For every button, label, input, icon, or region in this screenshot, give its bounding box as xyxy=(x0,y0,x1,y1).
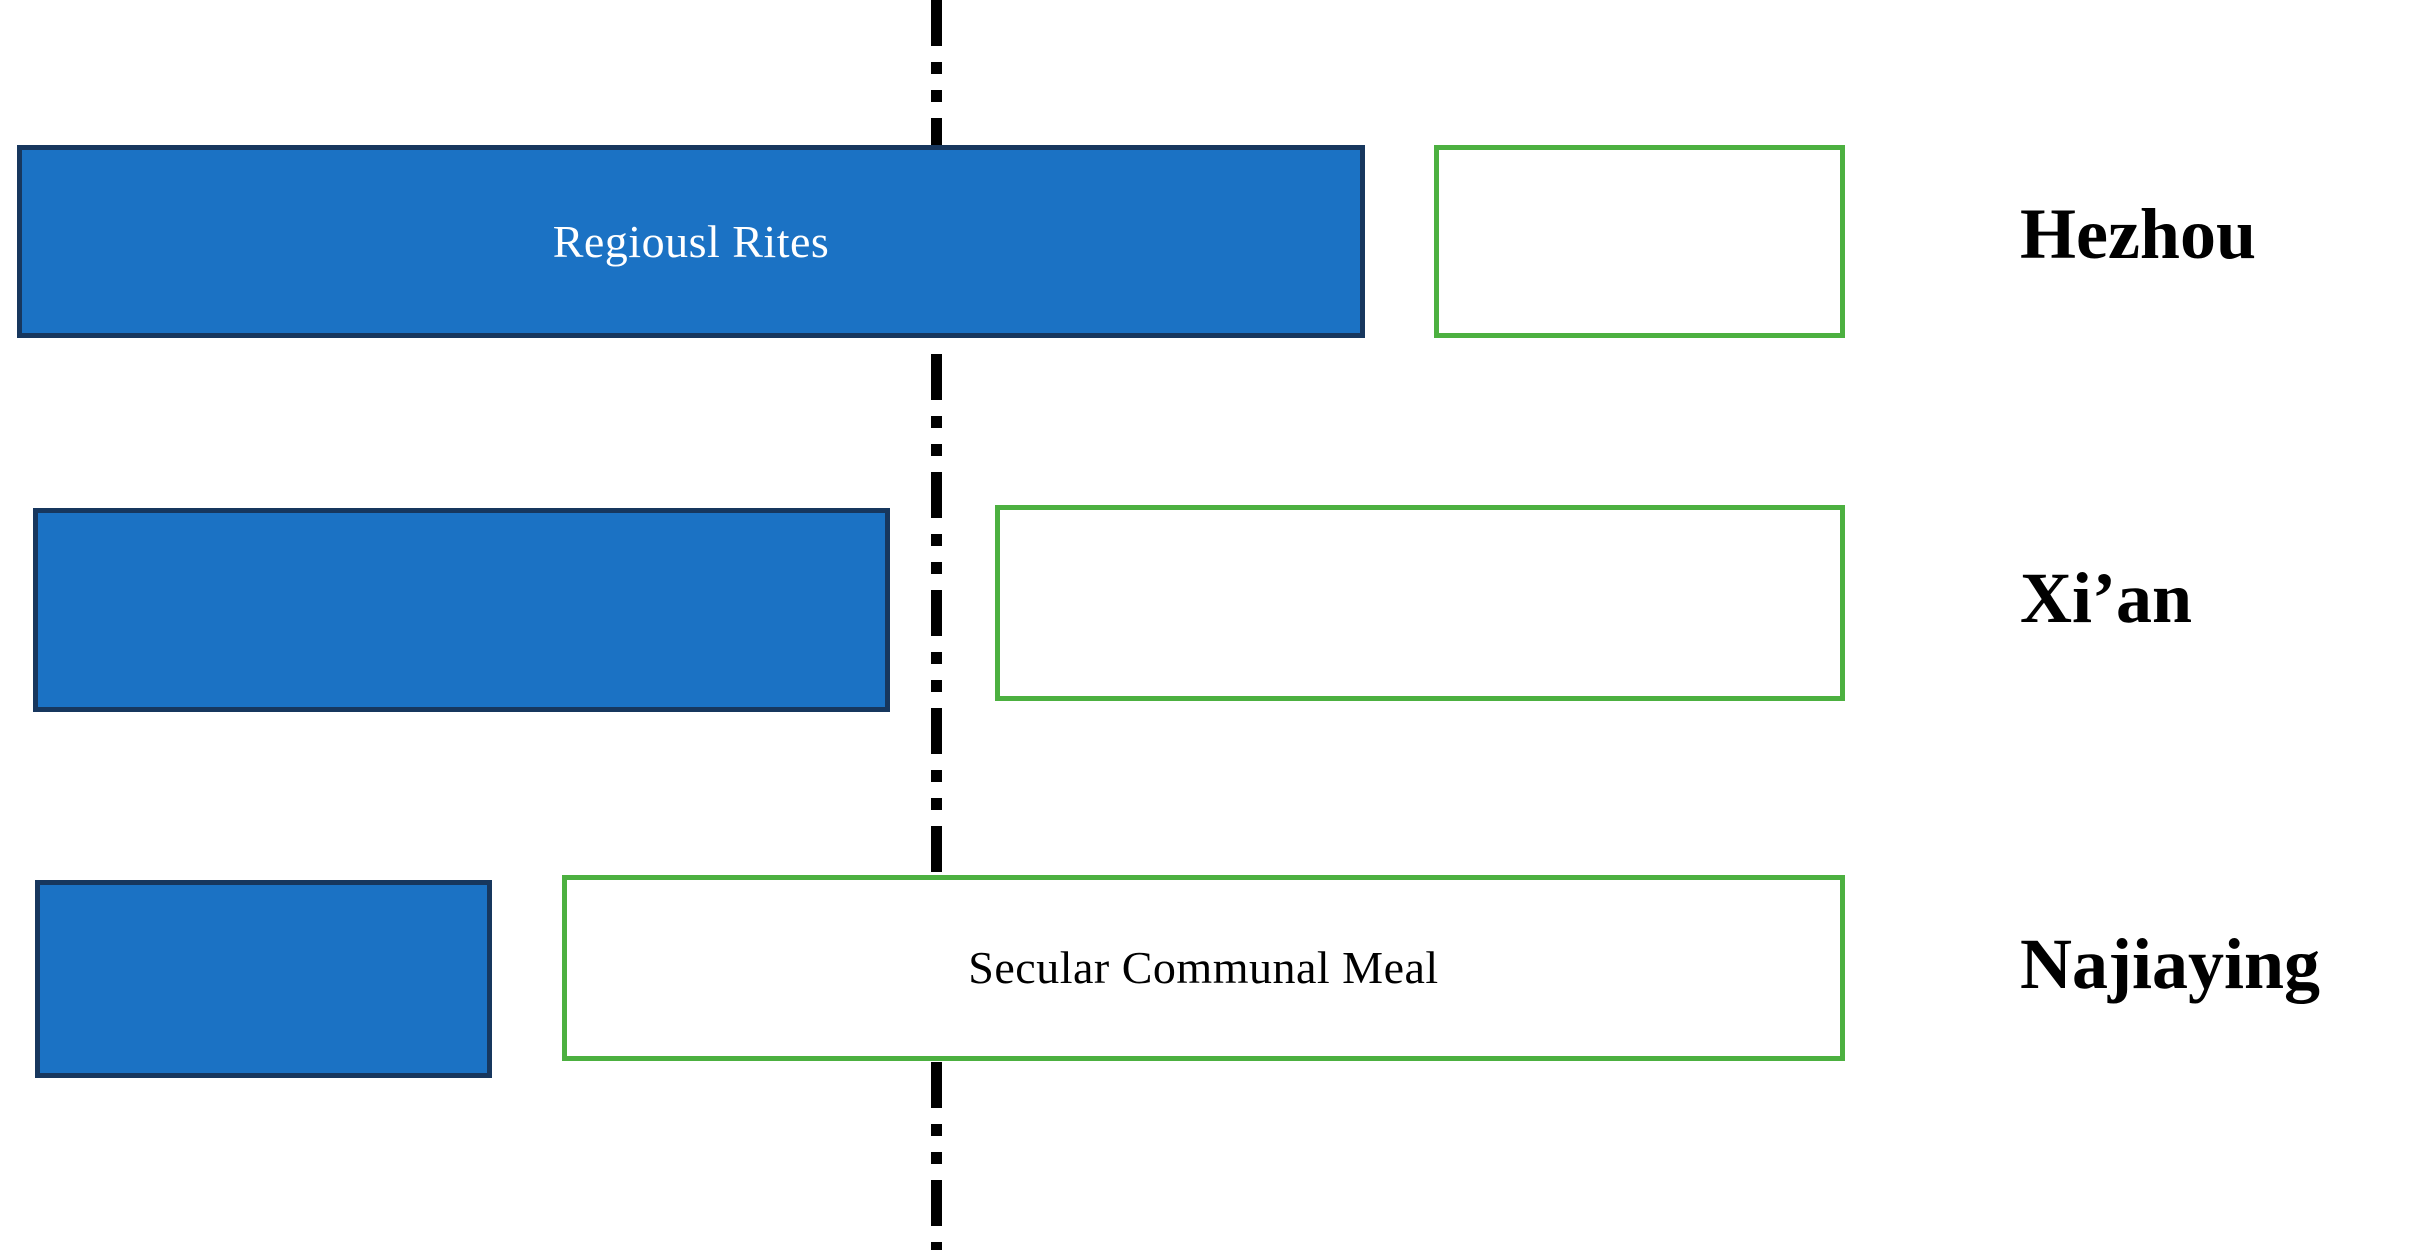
green-box-xian[interactable] xyxy=(995,505,1845,701)
site-label-xian: Xi’an xyxy=(2020,558,2193,638)
site-label-najiaying: Najiaying xyxy=(2020,924,2321,1004)
blue-bar-xian[interactable] xyxy=(33,508,890,712)
green-box-najiaying[interactable]: Secular Communal Meal xyxy=(562,875,1845,1061)
blue-bar-label-hezhou: Regiousl Rites xyxy=(552,215,830,267)
blue-bar-najiaying[interactable] xyxy=(35,880,492,1078)
site-label-hezhou: Hezhou xyxy=(2020,194,2257,274)
green-box-hezhou[interactable] xyxy=(1434,145,1845,338)
green-box-label-najiaying: Secular Communal Meal xyxy=(968,942,1439,993)
blue-bar-hezhou[interactable]: Regiousl Rites xyxy=(17,145,1365,338)
